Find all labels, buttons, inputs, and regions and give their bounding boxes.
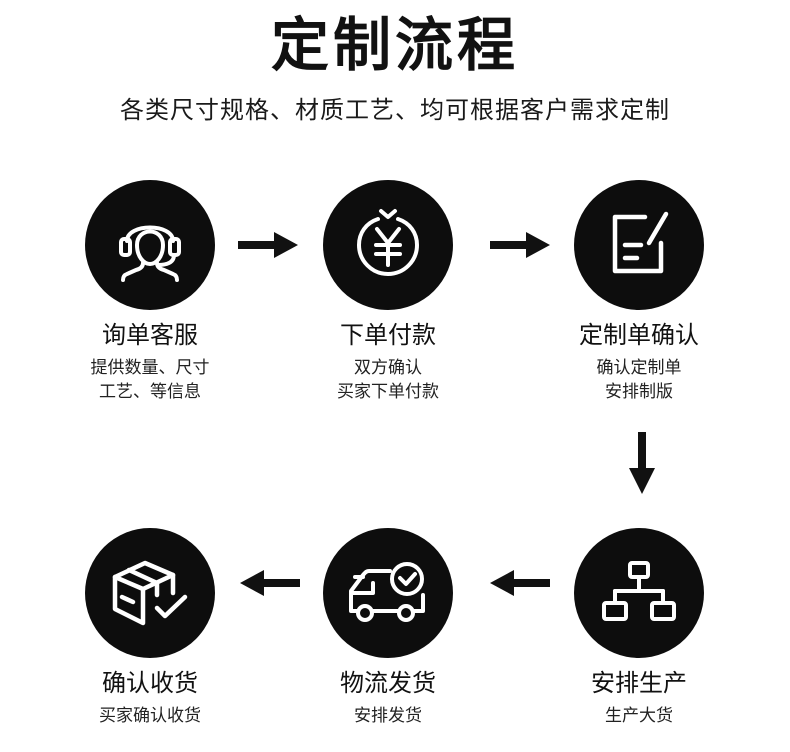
step-desc: 工艺、等信息 bbox=[99, 382, 201, 402]
box-check-icon bbox=[112, 560, 188, 626]
flowchart-icon bbox=[602, 561, 676, 621]
step-shipping: 物流发货 安排发货 bbox=[288, 528, 488, 728]
step-circle bbox=[574, 180, 704, 310]
step-title: 安排生产 bbox=[591, 669, 687, 697]
step-desc: 生产大货 bbox=[605, 706, 673, 726]
headset-agent-icon bbox=[119, 225, 181, 282]
edit-document-icon bbox=[612, 211, 669, 274]
arrow-left-icon bbox=[240, 570, 300, 596]
step-desc: 双方确认 bbox=[354, 358, 422, 378]
page-subtitle: 各类尺寸规格、材质工艺、均可根据客户需求定制 bbox=[120, 96, 670, 124]
step-inquiry: 询单客服 提供数量、尺寸 工艺、等信息 bbox=[50, 180, 250, 404]
step-title: 询单客服 bbox=[102, 321, 198, 349]
step-payment: 下单付款 双方确认 买家下单付款 bbox=[288, 180, 488, 404]
step-circle bbox=[323, 528, 453, 658]
step-order-confirm: 定制单确认 确认定制单 安排制版 bbox=[539, 180, 739, 404]
page-title: 定制流程 bbox=[270, 11, 519, 79]
step-desc: 安排发货 bbox=[354, 706, 422, 726]
step-title: 确认收货 bbox=[102, 669, 198, 697]
yen-coin-icon bbox=[357, 209, 419, 276]
step-title: 下单付款 bbox=[340, 321, 436, 349]
step-desc: 买家确认收货 bbox=[99, 706, 201, 726]
arrow-right-icon bbox=[490, 232, 550, 258]
delivery-truck-icon bbox=[349, 562, 425, 622]
step-circle bbox=[574, 528, 704, 658]
step-desc: 提供数量、尺寸 bbox=[90, 358, 210, 378]
step-desc: 安排制版 bbox=[605, 382, 673, 402]
arrow-left-icon bbox=[490, 570, 550, 596]
step-title: 物流发货 bbox=[340, 669, 436, 697]
step-production: 安排生产 生产大货 bbox=[539, 528, 739, 728]
step-circle bbox=[85, 180, 215, 310]
arrow-right-icon bbox=[238, 232, 298, 258]
arrow-down-icon bbox=[629, 432, 655, 494]
step-desc: 确认定制单 bbox=[596, 358, 682, 378]
step-circle bbox=[85, 528, 215, 658]
step-circle bbox=[323, 180, 453, 310]
step-title: 定制单确认 bbox=[579, 321, 699, 349]
step-receipt: 确认收货 买家确认收货 bbox=[50, 528, 250, 728]
step-desc: 买家下单付款 bbox=[337, 382, 439, 402]
